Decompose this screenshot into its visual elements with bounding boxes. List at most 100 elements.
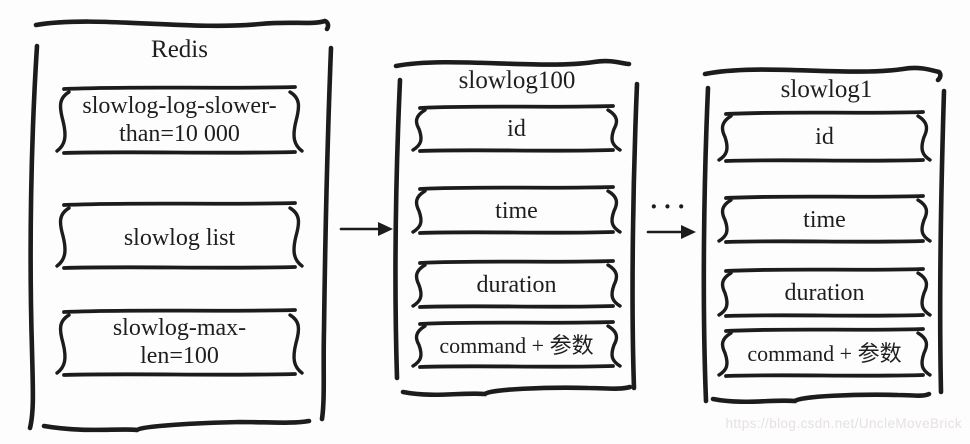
item-label-line: duration xyxy=(784,280,865,306)
item-right-curl xyxy=(288,90,304,153)
item-right-curl xyxy=(606,324,622,368)
item-label-line: id xyxy=(507,116,526,142)
field-time: time xyxy=(723,206,926,234)
item-left-curl xyxy=(717,198,733,243)
item-bottom-line xyxy=(724,239,925,244)
item-left-curl xyxy=(55,313,71,375)
slowlog100-box-frame xyxy=(393,58,640,398)
box-left-edge xyxy=(701,85,711,404)
redis-box-title: Redis xyxy=(151,36,208,63)
item-bottom-line xyxy=(724,158,925,163)
csdn-watermark: https://blog.csdn.net/UncleMoveBrick xyxy=(725,416,962,431)
field-id: id xyxy=(417,115,616,143)
item-label-line: slowlog-log-slower- xyxy=(82,93,277,119)
box-left-edge xyxy=(393,77,403,381)
item-frame-slowlog-max-len xyxy=(55,308,304,377)
item-left-curl xyxy=(717,271,733,317)
item-top-line xyxy=(62,85,297,91)
item-label-line: slowlog list xyxy=(123,225,236,251)
item-label-line: id xyxy=(815,124,834,150)
item-bottom-line xyxy=(62,150,297,155)
field-time: time xyxy=(417,197,616,225)
item-bottom-line xyxy=(724,373,925,378)
item-top-line xyxy=(724,110,925,116)
item-left-curl xyxy=(55,90,71,153)
item-right-curl xyxy=(916,198,932,243)
item-bottom-line xyxy=(418,148,615,153)
item-label-line: len=100 xyxy=(140,343,219,369)
item-top-line xyxy=(418,259,615,265)
item-left-curl xyxy=(411,189,427,234)
item-left-curl xyxy=(717,114,733,162)
ellipsis-more-entries: ··· xyxy=(649,192,691,221)
item-frame-time xyxy=(411,185,622,235)
slowlog1-box-frame xyxy=(701,65,947,405)
box-top-edge xyxy=(33,18,331,32)
box-top-edge xyxy=(702,65,943,83)
item-bottom-line xyxy=(724,313,925,318)
item-label-line: command + 参数 xyxy=(439,333,594,358)
item-frame-slowlog-log-slower-than xyxy=(55,85,304,155)
item-top-line xyxy=(724,194,925,200)
item-label-line: duration xyxy=(476,272,557,298)
arrow-head xyxy=(378,222,393,236)
field-duration: duration xyxy=(417,271,616,299)
item-right-curl xyxy=(916,114,932,162)
item-top-line xyxy=(724,267,925,273)
item-top-line xyxy=(62,201,297,207)
box-bottom-edge xyxy=(710,391,932,405)
redis-box-frame xyxy=(27,18,334,433)
config-item-slowlog-log-slower-than: slowlog-log-slower- than=10 000 xyxy=(61,92,298,148)
item-label-line: time xyxy=(495,198,538,224)
box-bottom-edge xyxy=(400,384,633,398)
item-top-line xyxy=(418,104,615,110)
arrow-head xyxy=(681,225,696,239)
item-label-line: slowlog-max- xyxy=(112,315,247,341)
box-bottom-edge xyxy=(41,418,312,433)
config-item-slowlog-max-len: slowlog-max- len=100 xyxy=(61,314,298,370)
item-frame-command xyxy=(717,327,932,378)
slowlog1-box-title: slowlog1 xyxy=(780,76,873,103)
item-top-line xyxy=(418,185,615,191)
item-left-curl xyxy=(411,108,427,152)
item-frame-id xyxy=(717,110,932,163)
field-id: id xyxy=(723,123,926,151)
item-slowlog-list: slowlog list xyxy=(61,224,298,252)
item-right-curl xyxy=(288,313,304,375)
item-right-curl xyxy=(916,271,932,317)
arrow-slowlog100-to-slowlog1-icon xyxy=(646,225,696,239)
item-bottom-line xyxy=(62,265,297,270)
item-label-line: command + 参数 xyxy=(747,341,902,366)
box-right-edge xyxy=(319,45,334,422)
item-right-curl xyxy=(916,331,932,377)
item-right-curl xyxy=(606,263,622,308)
item-frame-duration xyxy=(411,259,622,309)
item-left-curl xyxy=(411,263,427,308)
item-frame-slowlog-list xyxy=(55,201,304,270)
item-top-line xyxy=(724,327,925,333)
item-top-line xyxy=(62,308,297,314)
item-right-curl xyxy=(606,189,622,234)
item-bottom-line xyxy=(418,230,615,235)
field-command-args: command + 参数 xyxy=(417,332,616,360)
item-label-line: time xyxy=(803,207,846,233)
box-right-edge xyxy=(630,81,640,391)
field-command-args: command + 参数 xyxy=(723,340,926,368)
item-right-curl xyxy=(606,108,622,152)
item-frame-command xyxy=(411,320,622,369)
item-label-line: than=10 000 xyxy=(119,121,240,147)
item-frame-time xyxy=(717,194,932,244)
item-left-curl xyxy=(55,206,71,268)
item-top-line xyxy=(418,320,615,326)
slowlog100-box-title: slowlog100 xyxy=(458,67,576,94)
item-left-curl xyxy=(411,324,427,368)
item-frame-id xyxy=(411,104,622,153)
box-left-edge xyxy=(27,43,40,431)
item-right-curl xyxy=(288,206,304,268)
box-right-edge xyxy=(937,88,947,395)
item-bottom-line xyxy=(62,372,297,377)
item-frame-duration xyxy=(717,267,932,318)
field-duration: duration xyxy=(723,279,926,307)
